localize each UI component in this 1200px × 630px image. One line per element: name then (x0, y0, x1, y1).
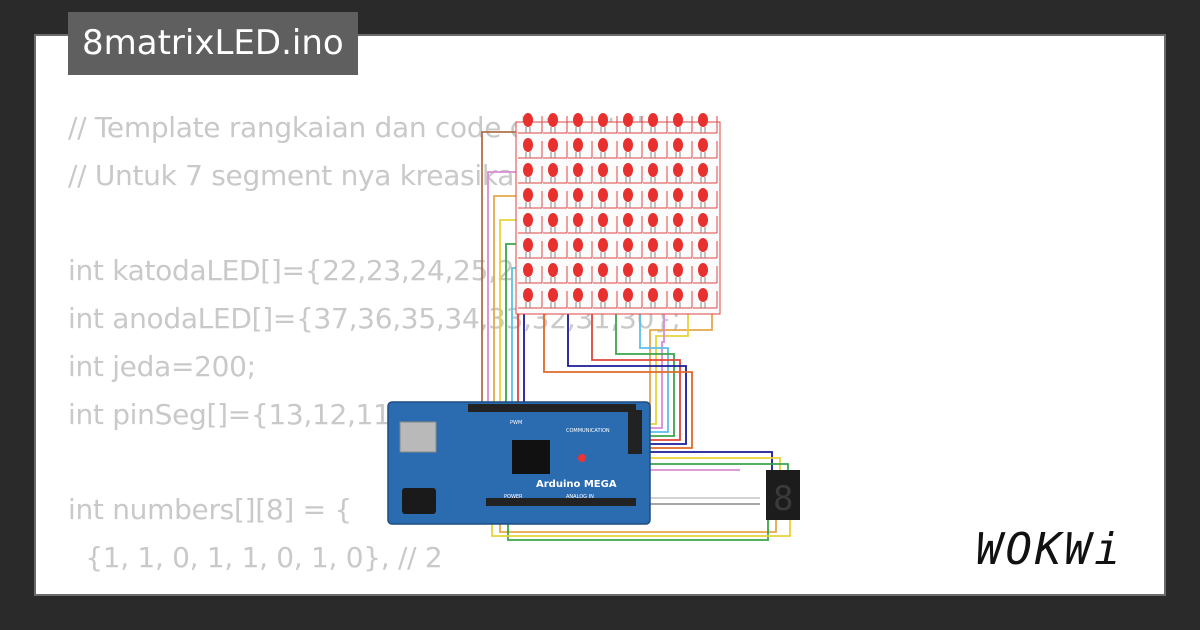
led (518, 188, 543, 209)
led (693, 163, 718, 184)
seven-segment-display[interactable]: 8 (766, 470, 800, 520)
led (518, 213, 543, 234)
led (693, 263, 718, 284)
led (543, 263, 568, 284)
led (668, 238, 693, 259)
led (643, 238, 668, 259)
led (693, 238, 718, 259)
led (618, 238, 643, 259)
code-line: {0, 0, 0, 0, 0, 0, 0, 0}, // ... (68, 582, 689, 594)
wokwi-logo: WOKWi (976, 524, 1124, 575)
led (643, 263, 668, 284)
led (568, 238, 593, 259)
led (693, 188, 718, 209)
led (568, 263, 593, 284)
led (693, 213, 718, 234)
led (543, 163, 568, 184)
led (543, 113, 568, 134)
led (668, 188, 693, 209)
led (568, 213, 593, 234)
led (593, 163, 618, 184)
usb-port (399, 421, 437, 453)
led (618, 188, 643, 209)
led (518, 138, 543, 159)
segment-digit: 8 (773, 479, 793, 519)
led (518, 163, 543, 184)
led (693, 113, 718, 134)
led (618, 213, 643, 234)
led (618, 138, 643, 159)
led (668, 263, 693, 284)
board-label: Arduino MEGA (536, 479, 617, 490)
led (568, 288, 593, 309)
power-label: POWER (504, 494, 523, 500)
analog-label: ANALOG IN (566, 494, 594, 500)
led (643, 113, 668, 134)
led (643, 163, 668, 184)
led (543, 138, 568, 159)
led (543, 288, 568, 309)
pwm-label: PWM (510, 420, 522, 426)
led (568, 188, 593, 209)
communication-label: COMMUNICATION (566, 428, 610, 434)
led (593, 263, 618, 284)
code-line: int jeda=200; (68, 349, 256, 383)
led (668, 163, 693, 184)
code-line: int numbers[][8] = { (68, 493, 352, 527)
led (668, 138, 693, 159)
led (618, 288, 643, 309)
led (568, 113, 593, 134)
led (593, 238, 618, 259)
led (643, 188, 668, 209)
led (593, 213, 618, 234)
led (668, 113, 693, 134)
led (668, 288, 693, 309)
arduino-mega-board[interactable]: Arduino MEGA COMMUNICATION POWER ANALOG … (387, 401, 651, 525)
led (643, 138, 668, 159)
led (518, 238, 543, 259)
led (618, 113, 643, 134)
mcu-chip (512, 440, 550, 474)
power-jack (402, 488, 436, 514)
led (518, 113, 543, 134)
led (643, 288, 668, 309)
led (668, 213, 693, 234)
led (643, 213, 668, 234)
led (693, 138, 718, 159)
project-title: 8matrixLED.ino (68, 12, 358, 75)
led (618, 263, 643, 284)
led (593, 288, 618, 309)
led (543, 213, 568, 234)
code-line: {1, 1, 0, 1, 1, 0, 1, 0}, // 2 (68, 541, 443, 575)
led (593, 138, 618, 159)
led-matrix[interactable] (515, 113, 721, 315)
led (593, 113, 618, 134)
led (693, 288, 718, 309)
led (593, 188, 618, 209)
led (518, 288, 543, 309)
led (568, 163, 593, 184)
led (618, 163, 643, 184)
led (543, 238, 568, 259)
led (568, 138, 593, 159)
led (543, 188, 568, 209)
led (518, 263, 543, 284)
